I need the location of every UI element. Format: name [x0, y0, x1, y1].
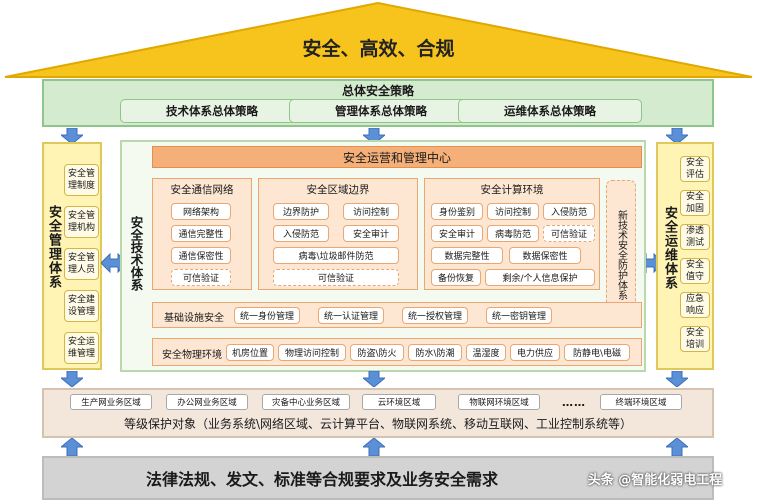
protect-zone: 终端环境区域 [600, 394, 682, 410]
compute-item: 数据保密性 [509, 247, 581, 264]
mgmt-item: 安全管理机构 [64, 206, 99, 238]
management-system-label: 安全管理体系 [46, 205, 61, 289]
ops-item: 渗透测试 [680, 224, 710, 250]
zone-title: 安全计算环境 [480, 184, 544, 196]
compute-item: 病毒防范 [487, 225, 539, 242]
compute-item: 安全审计 [431, 225, 483, 242]
roof-triangle [4, 1, 753, 78]
physical-item: 电力供应 [510, 344, 560, 361]
boundary-item: 入侵防范 [273, 225, 329, 242]
physical-item: 防盗\防火 [350, 344, 404, 361]
comm-item: 通信保密性 [171, 247, 231, 264]
secure-comm-network-zone: 安全通信网络 网络架构 通信完整性 通信保密性 可信验证 [152, 178, 252, 290]
secure-compute-env-zone: 安全计算环境 身份鉴别 访问控制 入侵防范 安全审计 病毒防范 可信验证 数据完… [424, 178, 600, 290]
protect-zone: 灾备中心业务区域 [262, 394, 350, 410]
ops-item: 安全培训 [680, 326, 710, 352]
physical-item: 物理访问控制 [278, 344, 346, 361]
watermark: 头条 @智能化弱电工程 [587, 472, 723, 488]
arrow-down-icon [363, 371, 385, 387]
boundary-item: 可信验证 [273, 269, 399, 286]
infra-item: 统一密钥管理 [486, 307, 552, 324]
infra-item: 统一身份管理 [234, 307, 300, 324]
comm-item: 网络架构 [171, 203, 231, 220]
comm-item: 通信完整性 [171, 225, 231, 242]
physical-item: 温湿度 [466, 344, 506, 361]
secure-boundary-zone: 安全区域边界 边界防护 访问控制 入侵防范 安全审计 病毒\垃圾邮件防范 可信验… [258, 178, 418, 290]
operations-system-label: 安全运维体系 [662, 206, 677, 290]
physical-item: 机房位置 [226, 344, 274, 361]
mgmt-item: 安全建设管理 [64, 290, 99, 322]
protect-zone: 云环境区域 [362, 394, 436, 410]
compute-item: 身份鉴别 [431, 203, 483, 220]
strategy-tech: 技术体系总体策略 [120, 99, 304, 123]
compute-item: 备份恢复 [431, 269, 481, 286]
arrow-down-icon [666, 371, 688, 387]
arrow-up-icon [61, 438, 83, 456]
arrow-down-icon [666, 128, 688, 144]
compute-item: 入侵防范 [543, 203, 595, 220]
arrow-up-icon [363, 438, 385, 456]
boundary-item: 边界防护 [273, 203, 329, 220]
protect-zone: 物联网环境区域 [458, 394, 540, 410]
compute-item: 剩余/个人信息保护 [485, 269, 595, 286]
mgmt-item: 安全管理制度 [64, 164, 99, 196]
compute-item: 可信验证 [543, 225, 595, 242]
physical-item: 防静电\电磁 [564, 344, 630, 361]
technology-system-label: 安全技术体系 [128, 215, 144, 291]
mgmt-item: 安全运维管理 [64, 332, 99, 364]
zone-title: 安全区域边界 [306, 184, 370, 196]
boundary-item: 访问控制 [343, 203, 399, 220]
infra-label: 基础设施安全 [164, 313, 224, 324]
arrow-down-icon [61, 371, 83, 387]
ops-item: 安全值守 [680, 258, 710, 284]
overall-strategy-band: 总体安全策略 技术体系总体策略 管理体系总体策略 运维体系总体策略 [42, 79, 714, 127]
protect-zone: 生产网业务区域 [70, 394, 152, 410]
compliance-requirements-band [42, 456, 714, 500]
protected-objects-text: 等级保护对象（业务系统\网络区域、云计算平台、物联网系统、移动互联网、工业控制系… [123, 416, 633, 431]
strategy-management: 管理体系总体策略 [289, 99, 473, 123]
arrow-down-icon [363, 128, 385, 144]
physical-item: 防水\防潮 [408, 344, 462, 361]
strategy-operations: 运维体系总体策略 [458, 99, 642, 123]
infrastructure-security-row [152, 302, 642, 328]
boundary-item: 安全审计 [343, 225, 399, 242]
arrow-down-icon [61, 128, 83, 144]
ops-item: 应急响应 [680, 292, 710, 318]
zone-title: 安全通信网络 [170, 184, 234, 196]
comm-item: 可信验证 [171, 269, 231, 286]
ops-management-center: 安全运营和管理中心 [152, 146, 642, 168]
compliance-requirements-text: 法律法规、发文、标准等合规要求及业务安全需求 [145, 470, 498, 489]
more-zones-ellipsis: …… [562, 395, 586, 409]
infra-item: 统一授权管理 [402, 307, 468, 324]
compute-item: 数据完整性 [431, 247, 503, 264]
physical-label: 安全物理环境 [162, 350, 222, 361]
roof-title: 安全、高效、合规 [302, 37, 455, 60]
mgmt-item: 安全管理人员 [64, 248, 99, 280]
boundary-item: 病毒\垃圾邮件防范 [273, 247, 399, 264]
protect-zone: 办公网业务区域 [166, 394, 248, 410]
arrow-up-icon [666, 438, 688, 456]
strategy-title: 总体安全策略 [341, 83, 414, 98]
ops-item: 安全评估 [680, 156, 710, 182]
infra-item: 统一认证管理 [318, 307, 384, 324]
new-tech-protection-label: 新技术安全防护体系 [615, 210, 627, 300]
compute-item: 访问控制 [487, 203, 539, 220]
ops-item: 安全加固 [680, 190, 710, 216]
